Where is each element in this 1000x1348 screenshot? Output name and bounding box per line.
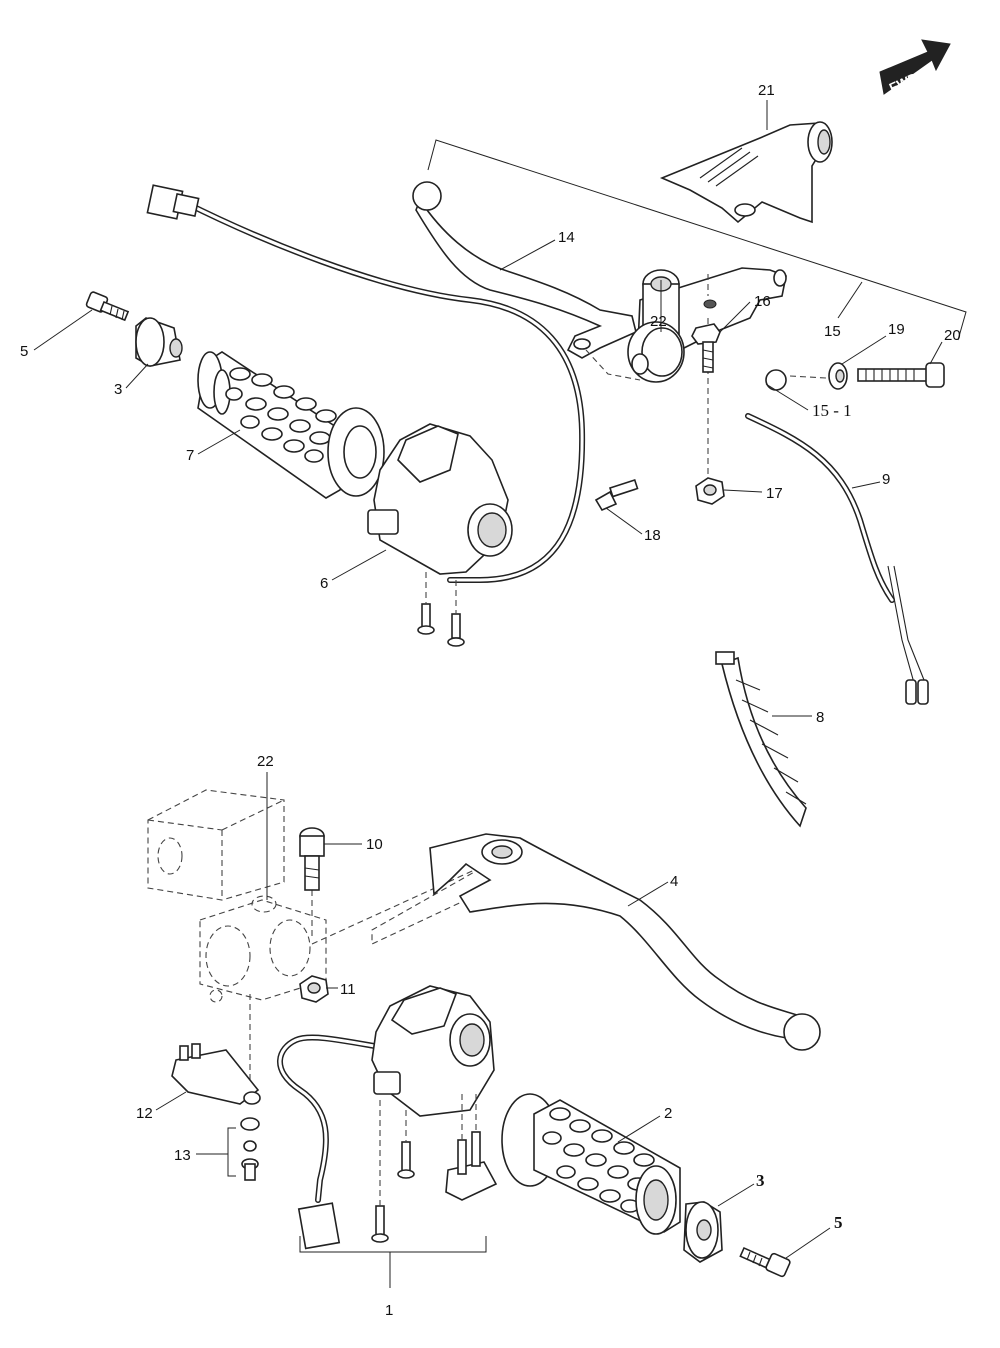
callout-label-3-lower: 3 <box>756 1171 765 1190</box>
nut-17 <box>695 477 725 505</box>
callout-21: 21 <box>758 82 775 130</box>
brake-lever-4 <box>429 833 821 1051</box>
assembly-dash-line <box>311 861 501 945</box>
callout-12: 12 <box>136 1091 187 1122</box>
screw-5-lower <box>739 1246 791 1278</box>
callout-label-22-lower: 22 <box>257 753 274 770</box>
clutch-lever-14 <box>412 181 637 359</box>
callout-9: 9 <box>851 471 890 489</box>
nut-11 <box>299 975 329 1003</box>
callout-7: 7 <box>186 429 241 464</box>
callout-label-9: 9 <box>882 471 890 488</box>
callout-3-upper: 3 <box>114 363 149 398</box>
callout-22-upper: 22 <box>650 280 667 332</box>
callout-8: 8 <box>772 709 824 726</box>
fwd-arrow-icon: FWD <box>879 39 951 95</box>
callout-6: 6 <box>320 549 387 592</box>
lever-cover-21 <box>659 121 833 224</box>
assembly-bracket-15 <box>427 139 967 341</box>
callout-label-15: 15 <box>824 323 841 340</box>
callout-label-12: 12 <box>136 1105 153 1122</box>
callout-label-14: 14 <box>558 229 575 246</box>
bolt-18 <box>594 478 639 512</box>
screw-5-upper <box>85 291 130 322</box>
callout-label-6: 6 <box>320 575 328 592</box>
band-8 <box>715 651 807 828</box>
callout-16: 16 <box>719 293 771 333</box>
callout-label-4: 4 <box>670 873 678 890</box>
switch-terminal-block <box>445 1094 498 1201</box>
assembly-dash-line <box>789 375 827 379</box>
callout-5-upper: 5 <box>20 309 93 360</box>
callout-label-11: 11 <box>340 981 356 998</box>
assembly-bracket-1 <box>299 1236 487 1253</box>
callout-4: 4 <box>627 873 678 907</box>
callout-13: 13 <box>174 1127 236 1177</box>
brake-switch-12 <box>171 1043 261 1105</box>
callout-label-15-1: 15 - 1 <box>812 401 852 420</box>
callout-label-10: 10 <box>366 836 383 853</box>
callout-14: 14 <box>499 229 575 271</box>
callout-label-17: 17 <box>766 485 783 502</box>
grip-2 <box>501 1093 681 1235</box>
callout-label-21: 21 <box>758 82 775 99</box>
grip-7 <box>197 351 385 499</box>
callout-3-lower: 3 <box>717 1171 765 1207</box>
adjuster-screw-20 <box>857 362 945 388</box>
callout-label-1: 1 <box>385 1302 393 1319</box>
screw-set-13 <box>240 1117 260 1181</box>
right-switch-1 <box>277 985 498 1250</box>
bar-end-weight-3-upper <box>135 317 183 367</box>
callout-15-1: 15 - 1 <box>765 383 852 420</box>
callout-2: 2 <box>617 1105 672 1143</box>
bolt-16 <box>691 323 721 373</box>
clutch-switch-wire-9 <box>745 413 929 705</box>
left-switch-6 <box>146 184 586 647</box>
callout-label-13: 13 <box>174 1147 191 1164</box>
callout-label-8: 8 <box>816 709 824 726</box>
assembly-dash-line <box>585 349 641 381</box>
adjuster-nut-19 <box>828 362 848 390</box>
callout-19: 19 <box>841 321 905 365</box>
pivot-bolt-10 <box>299 827 325 891</box>
callout-10: 10 <box>324 836 383 853</box>
callout-1: 1 <box>385 1302 393 1319</box>
master-cylinder-outline <box>147 789 327 1003</box>
callout-18: 18 <box>605 507 661 544</box>
grip-texture <box>225 367 337 463</box>
callout-label-7: 7 <box>186 447 194 464</box>
callout-label-22-upper: 22 <box>650 313 667 330</box>
callout-label-2: 2 <box>664 1105 672 1122</box>
callout-22-lower: 22 <box>257 753 274 900</box>
callout-20: 20 <box>929 327 961 365</box>
callout-11: 11 <box>326 981 356 998</box>
callout-15: 15 <box>824 323 841 340</box>
callout-label-3-upper: 3 <box>114 381 122 398</box>
callout-17: 17 <box>723 485 783 502</box>
callout-label-5-lower: 5 <box>834 1213 843 1232</box>
callout-label-18: 18 <box>644 527 661 544</box>
callout-label-16: 16 <box>754 293 771 310</box>
callout-label-20: 20 <box>944 327 961 344</box>
callout-label-19: 19 <box>888 321 905 338</box>
callout-5-lower: 5 <box>785 1213 843 1259</box>
callout-label-5-upper: 5 <box>20 343 28 360</box>
bar-end-weight-3-lower <box>683 1201 723 1263</box>
